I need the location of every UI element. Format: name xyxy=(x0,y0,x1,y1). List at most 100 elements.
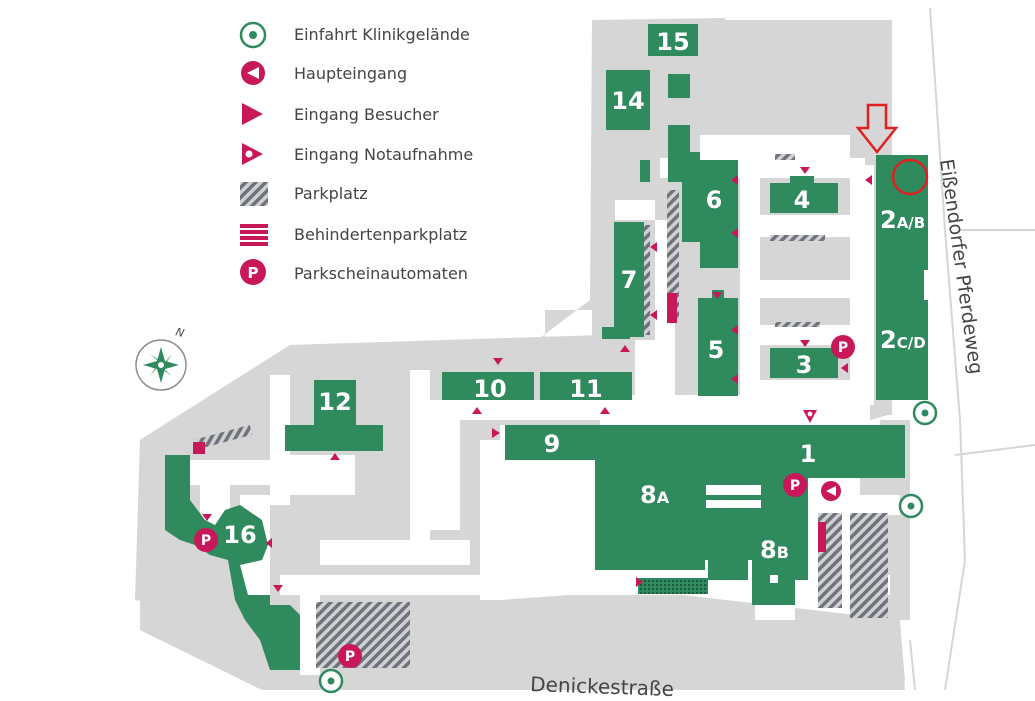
svg-text:Behindertenparkplatz: Behindertenparkplatz xyxy=(294,225,467,244)
legend-item-visitor-entrance: Eingang Besucher xyxy=(242,103,439,125)
building-7 xyxy=(614,222,644,337)
emergency-entrance-marker xyxy=(803,410,817,423)
disabled-parking-markers xyxy=(193,293,826,552)
visitor-entrance-icon xyxy=(620,345,630,352)
entrance-grounds-icon xyxy=(912,400,938,426)
ticket-machine-icon: P xyxy=(831,335,855,359)
svg-text:Haupteingang: Haupteingang xyxy=(294,64,407,83)
label-b15: 15 xyxy=(656,28,689,56)
main-entrance-marker[interactable] xyxy=(821,481,841,501)
parking-hatch-icon xyxy=(240,182,268,206)
label-b9: 9 xyxy=(544,430,561,458)
label-b10: 10 xyxy=(473,375,506,403)
building-labels: 15 14 6 4 2A/B 7 2C/D 5 3 10 11 12 9 1 8… xyxy=(223,28,925,564)
label-b8a-num: 8 xyxy=(640,481,657,509)
ticket-machine-icon: P xyxy=(783,473,807,497)
svg-text:P: P xyxy=(345,649,355,665)
visitor-entrance-icon xyxy=(800,340,810,347)
building-3 xyxy=(770,348,838,378)
visitor-entrance-icon xyxy=(600,407,610,414)
visitor-entrance-icon xyxy=(492,428,500,438)
street-denickestrasse: Denickestraße xyxy=(530,672,675,701)
svg-text:Eingang Notaufnahme: Eingang Notaufnahme xyxy=(294,145,473,164)
building-16 xyxy=(165,455,300,670)
label-b7: 7 xyxy=(621,266,638,294)
svg-text:2C/D: 2C/D xyxy=(880,326,926,354)
label-b1: 1 xyxy=(800,440,817,468)
label-b16: 16 xyxy=(223,521,256,549)
building-4 xyxy=(770,183,838,213)
label-b11: 11 xyxy=(569,375,602,403)
building-details xyxy=(325,465,778,583)
svg-text:8B: 8B xyxy=(760,536,789,564)
svg-text:Parkscheinautomaten: Parkscheinautomaten xyxy=(294,264,468,283)
visitor-entrance-icon xyxy=(242,103,263,125)
ticket-machines[interactable]: P P P P xyxy=(194,335,855,668)
visitor-entrance-icon xyxy=(266,538,272,548)
label-b12: 12 xyxy=(318,388,351,416)
visitor-entrance-icon xyxy=(841,363,848,373)
svg-text:8A: 8A xyxy=(640,481,670,509)
label-b2ab-sub: A/B xyxy=(897,214,926,232)
main-entrance-icon xyxy=(826,486,836,496)
building-12 xyxy=(314,380,356,430)
legend-item-main-entrance: Haupteingang xyxy=(241,61,407,85)
highlight-marker xyxy=(855,103,929,196)
visitor-entrance-icon xyxy=(712,292,722,299)
ticket-machine-icon xyxy=(240,259,266,285)
legend-item-emergency-entrance: Eingang Notaufnahme xyxy=(242,143,473,165)
building-15 xyxy=(648,24,698,56)
svg-text:Parkplatz: Parkplatz xyxy=(294,184,368,203)
visitor-entrance-icon xyxy=(650,242,657,252)
building-10 xyxy=(442,372,534,400)
label-b8b-sub: B xyxy=(777,543,789,562)
visitor-entrance-icon xyxy=(202,514,212,521)
label-b2ab-num: 2 xyxy=(880,206,897,234)
legend-item-entrance-grounds: Einfahrt Klinikgelände xyxy=(239,21,470,49)
label-b3: 3 xyxy=(796,351,813,379)
streets-outer xyxy=(909,7,1035,691)
svg-text:P: P xyxy=(838,340,848,356)
building-14 xyxy=(606,70,650,130)
compass-rose: N xyxy=(135,325,187,391)
building-6 xyxy=(668,125,738,268)
visitor-entrance-icon xyxy=(731,228,738,238)
arrow-down-icon xyxy=(855,103,899,155)
parking-areas xyxy=(195,154,888,668)
svg-text:2A/B: 2A/B xyxy=(880,206,925,234)
visitor-entrance-icon xyxy=(273,585,283,592)
buildings xyxy=(165,24,928,670)
grounds-entrances[interactable] xyxy=(318,400,938,694)
legend: Einfahrt Klinikgelände Haupteingang Eing… xyxy=(239,21,473,285)
building-2ab xyxy=(876,155,928,270)
emergency-entrance-icon xyxy=(803,410,817,423)
visitor-entrance-icon xyxy=(650,310,657,320)
label-b5: 5 xyxy=(708,336,725,364)
legend-item-parking: Parkplatz xyxy=(240,182,368,206)
label-b2cd-num: 2 xyxy=(880,326,897,354)
visitor-entrance-icon xyxy=(493,358,503,365)
legend-item-ticket-machine: P Parkscheinautomaten xyxy=(240,259,468,285)
svg-text:P: P xyxy=(790,478,800,494)
label-b8a-sub: A xyxy=(657,488,670,507)
visitor-entrance-icon xyxy=(800,167,810,174)
label-b8b-num: 8 xyxy=(760,536,777,564)
disabled-parking-icon xyxy=(240,224,268,246)
building-2cd xyxy=(876,300,928,400)
ticket-machine-icon: P xyxy=(338,644,362,668)
visitor-entrance-icon xyxy=(731,325,738,335)
visitor-entrance-icon xyxy=(330,453,340,460)
legend-item-disabled-parking: Behindertenparkplatz xyxy=(240,224,467,246)
svg-text:Eingang Besucher: Eingang Besucher xyxy=(294,105,439,124)
highlight-circle-icon xyxy=(891,158,929,196)
visitor-entrance-icon xyxy=(731,374,738,384)
label-b6: 6 xyxy=(706,186,723,214)
visitor-entrance-icon xyxy=(865,175,872,185)
svg-text:Einfahrt Klinikgelände: Einfahrt Klinikgelände xyxy=(294,25,470,44)
building-11 xyxy=(540,372,632,400)
ticket-machine-icon: P xyxy=(194,528,218,552)
visitor-entrances xyxy=(202,167,872,592)
building-5 xyxy=(698,298,738,396)
entrance-grounds-icon xyxy=(898,493,924,519)
